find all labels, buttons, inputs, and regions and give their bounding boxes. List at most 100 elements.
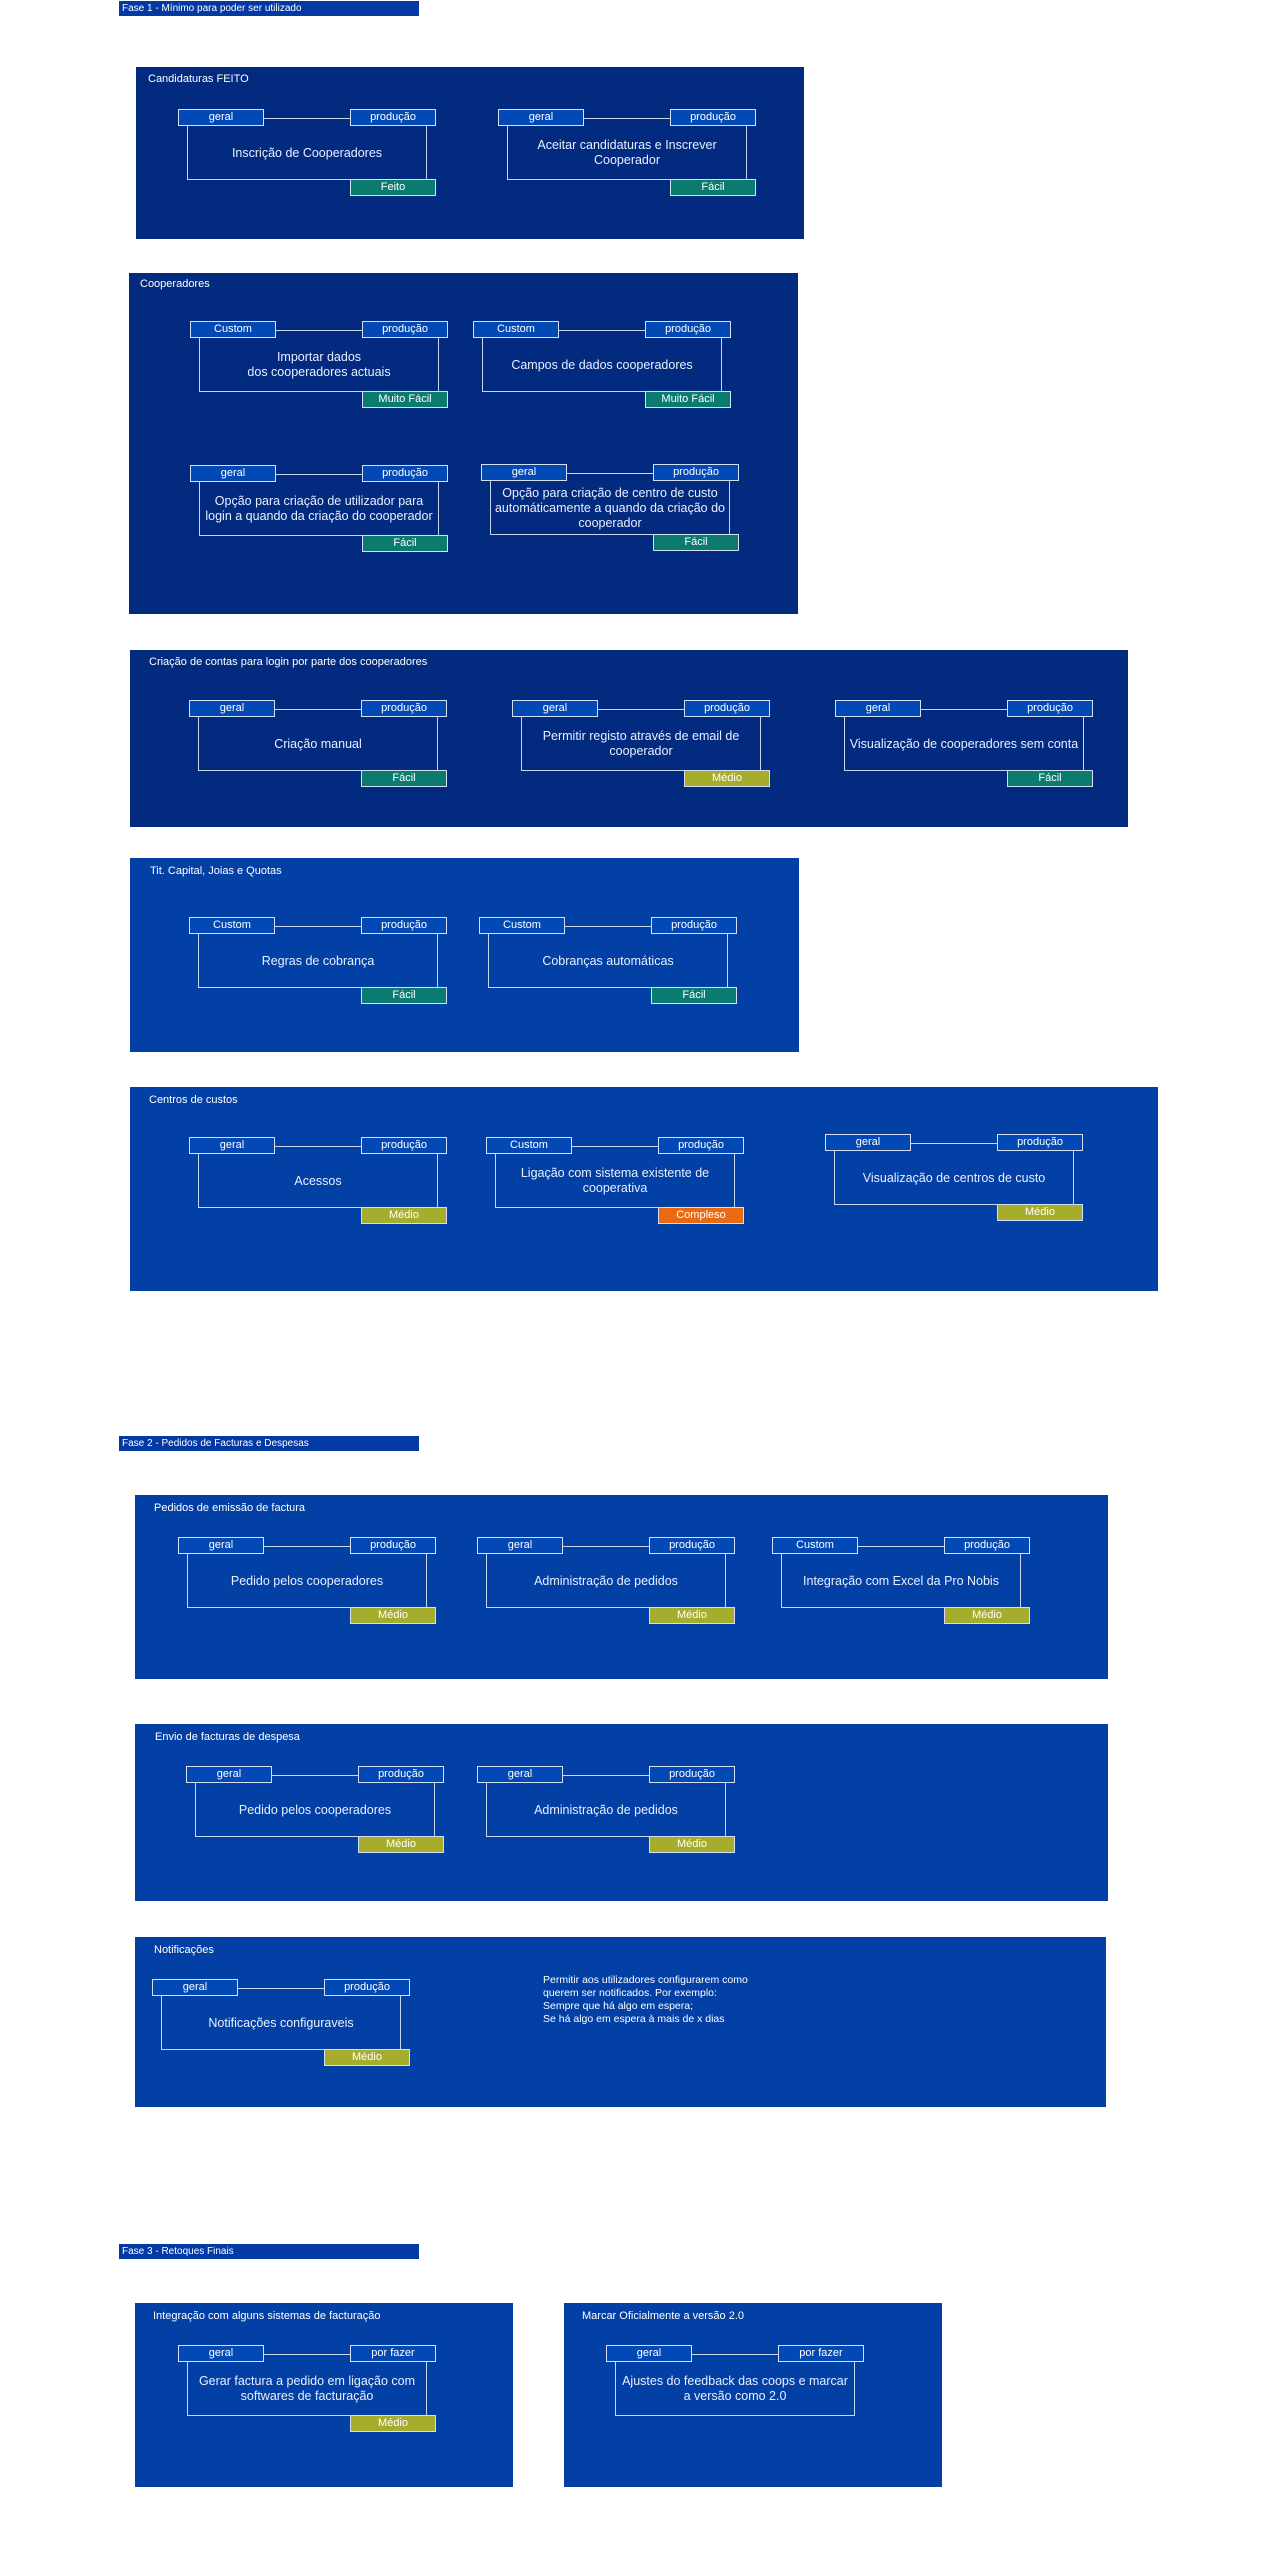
- status-tag: produção: [651, 917, 737, 934]
- module-tag: geral: [481, 464, 567, 481]
- card-connector-line: [275, 926, 361, 927]
- section-title: Candidaturas FEITO: [148, 73, 249, 85]
- card-frame: [198, 926, 438, 988]
- module-tag: geral: [512, 700, 598, 717]
- card-connector-line: [238, 1988, 324, 1989]
- status-tag: produção: [358, 1766, 444, 1783]
- status-tag: produção: [362, 321, 448, 338]
- status-tag: produção: [361, 700, 447, 717]
- status-tag: produção: [997, 1134, 1083, 1151]
- phase-3-header: Fase 3 - Retoques Finais: [119, 2244, 419, 2259]
- status-tag: produção: [361, 1137, 447, 1154]
- module-tag: geral: [835, 700, 921, 717]
- difficulty-badge: Fácil: [670, 179, 756, 196]
- card-frame: [187, 2354, 427, 2416]
- difficulty-badge: Fácil: [1007, 770, 1093, 787]
- module-tag: geral: [606, 2345, 692, 2362]
- card-connector-line: [911, 1143, 997, 1144]
- card-connector-line: [584, 118, 670, 119]
- card-frame: [187, 1546, 427, 1608]
- section-title: Marcar Oficialmente a versão 2.0: [582, 2310, 745, 2322]
- card-connector-line: [563, 1546, 649, 1547]
- card-connector-line: [275, 709, 361, 710]
- card-connector-line: [692, 2354, 778, 2355]
- card-frame: [161, 1988, 401, 2050]
- difficulty-badge: Médio: [944, 1607, 1030, 1624]
- task-label: Permitir registo através de email de coo…: [542, 729, 740, 758]
- card-frame: [615, 2354, 855, 2416]
- card-connector-line: [921, 709, 1007, 710]
- section-title: Tit. Capital, Joias e Quotas: [150, 865, 282, 877]
- section-criacao-contas: Criação de contas para login por parte d…: [130, 650, 1128, 827]
- card-connector-line: [567, 473, 653, 474]
- module-tag: Custom: [486, 1137, 572, 1154]
- card-frame: [198, 709, 438, 771]
- phase-1-header: Fase 1 - Mínimo para poder ser utilizado: [119, 1, 419, 16]
- difficulty-badge: Fácil: [361, 987, 447, 1004]
- difficulty-badge: Médio: [358, 1836, 444, 1853]
- section-title: Cooperadores: [140, 278, 210, 290]
- task-label: Administração de pedidos: [534, 1802, 678, 1817]
- status-tag: produção: [944, 1537, 1030, 1554]
- card-connector-line: [572, 1146, 658, 1147]
- card-connector-line: [563, 1775, 649, 1776]
- module-tag: Custom: [189, 917, 275, 934]
- card-connector-line: [598, 709, 684, 710]
- module-tag: geral: [186, 1766, 272, 1783]
- difficulty-badge: Médio: [684, 770, 770, 787]
- task-label: Pedido pelos cooperadores: [230, 1573, 384, 1588]
- module-tag: geral: [498, 109, 584, 126]
- status-tag: produção: [350, 1537, 436, 1554]
- difficulty-badge: Médio: [361, 1207, 447, 1224]
- status-tag: produção: [649, 1766, 735, 1783]
- status-tag: produção: [324, 1979, 410, 1996]
- difficulty-badge: Fácil: [361, 770, 447, 787]
- task-label: Ligação com sistema existente de coopera…: [520, 1166, 710, 1195]
- card-frame: [521, 709, 761, 771]
- card-frame: [199, 474, 439, 536]
- task-label: Inscrição de Cooperadores: [231, 145, 383, 160]
- difficulty-badge: Médio: [350, 1607, 436, 1624]
- module-tag: Custom: [479, 917, 565, 934]
- status-tag: produção: [645, 321, 731, 338]
- task-label: Criação manual: [274, 736, 362, 751]
- difficulty-badge: Muito Fácil: [362, 391, 448, 408]
- card-frame: [490, 473, 730, 535]
- section-title: Criação de contas para login por parte d…: [149, 656, 428, 668]
- module-tag: Custom: [772, 1537, 858, 1554]
- section-title: Centros de custos: [149, 1094, 238, 1106]
- status-tag: produção: [684, 700, 770, 717]
- module-tag: geral: [152, 1979, 238, 1996]
- card-frame: [482, 330, 722, 392]
- module-tag: geral: [178, 109, 264, 126]
- status-tag: produção: [649, 1537, 735, 1554]
- card-frame: [486, 1546, 726, 1608]
- card-frame: [195, 1775, 435, 1837]
- module-tag: geral: [178, 2345, 264, 2362]
- module-tag: Custom: [190, 321, 276, 338]
- task-label: Notificações configuraveis: [208, 2015, 354, 2030]
- card-frame: [486, 1775, 726, 1837]
- status-tag: produção: [658, 1137, 744, 1154]
- task-label: Aceitar candidaturas e Inscrever Coopera…: [537, 138, 717, 167]
